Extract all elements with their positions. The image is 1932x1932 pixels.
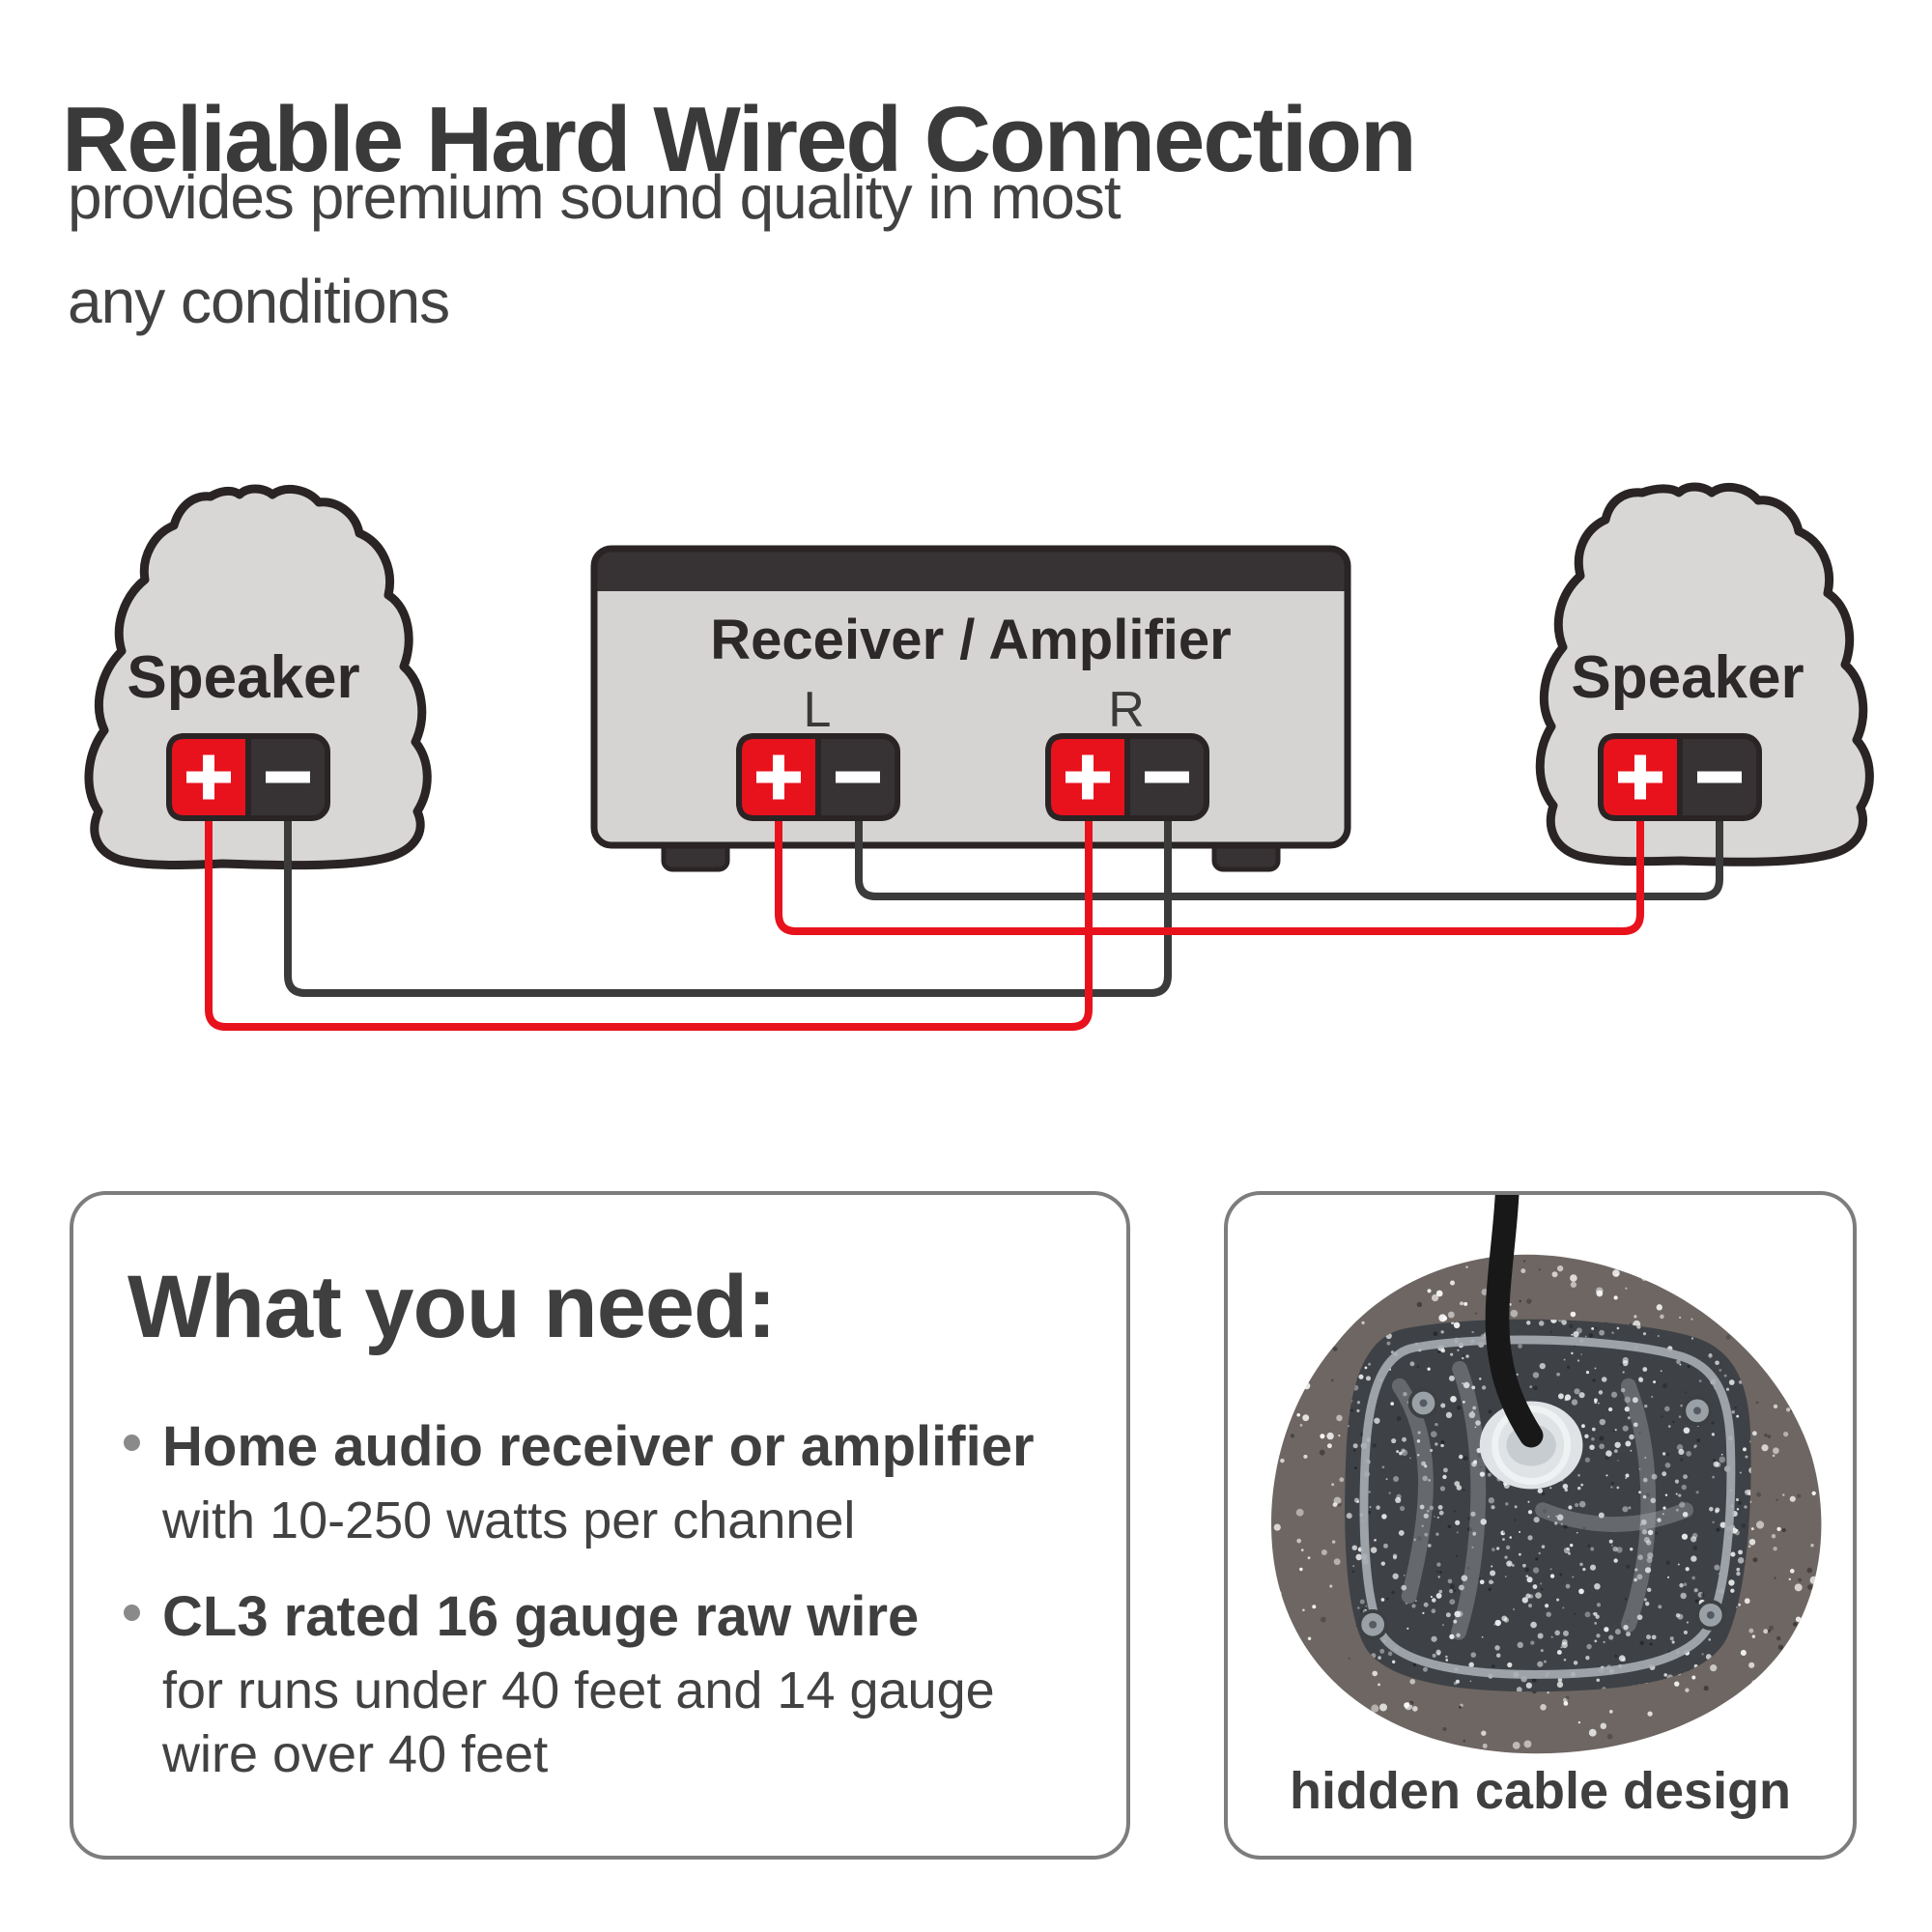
hidden-cable-card: hidden cable design [1224,1191,1857,1860]
receiver-left-channel-label: L [804,682,832,738]
wire-left-channel-positive [775,816,1644,935]
page-subtitle: provides premium sound quality in most a… [68,145,1122,354]
what-you-need-card: What you need: Home audio receiver or am… [70,1191,1130,1860]
subtitle-line-2: any conditions [68,267,450,336]
receiver-left-terminal [736,733,900,821]
receiver-right-terminal [1045,733,1209,821]
plus-icon [756,754,801,800]
left-speaker-label: Speaker [127,644,359,711]
item-detail: for runs under 40 feet and 14 gauge wire… [162,1659,995,1786]
wire-left-channel-negative [855,816,1723,900]
item-title: CL3 rated 16 gauge raw wire [162,1585,920,1648]
subtitle-line-1: provides premium sound quality in most [68,162,1122,232]
receiver-top-bar [594,549,1348,591]
plus-icon [186,754,231,800]
plate-speckles [1345,1319,1751,1692]
receiver-amplifier: Receiver / Amplifier L R [590,545,1351,872]
right-speaker-terminal [1598,733,1762,821]
sealant-smudges [1391,1360,1694,1640]
wiring-diagram: Receiver / Amplifier L R Speaker Speaker [84,482,1874,1031]
wire-right-channel-positive [205,816,1093,1031]
page-title: Reliable Hard Wired Connection [62,88,1417,192]
item-detail-line: wire over 40 feet [162,1725,549,1783]
receiver-right-channel-label: R [1108,682,1145,738]
item-title: Home audio receiver or amplifier [162,1415,1035,1478]
receiver-body [594,549,1348,845]
right-speaker-label: Speaker [1571,644,1804,711]
hidden-cable-caption: hidden cable design [1289,1762,1792,1820]
left-speaker-terminal [166,733,330,821]
list-item: Home audio receiver or amplifier with 10… [124,1411,1035,1552]
screws [1357,1387,1726,1640]
rock-speaker-bottom-photo [1271,1195,1822,1754]
gasket-ring [1359,1335,1736,1679]
item-detail-line: for runs under 40 feet and 14 gauge [162,1662,995,1719]
what-you-need-heading: What you need: [128,1258,777,1356]
receiver-label: Receiver / Amplifier [710,609,1231,671]
plus-icon [1065,754,1110,800]
item-detail: with 10-250 watts per channel [162,1492,856,1549]
speaker-cable [1485,1195,1544,1448]
list-item: CL3 rated 16 gauge raw wire for runs und… [124,1581,995,1786]
wire-right-channel-negative [284,816,1172,997]
receiver-outline [590,545,1351,849]
plus-icon [1618,754,1662,800]
